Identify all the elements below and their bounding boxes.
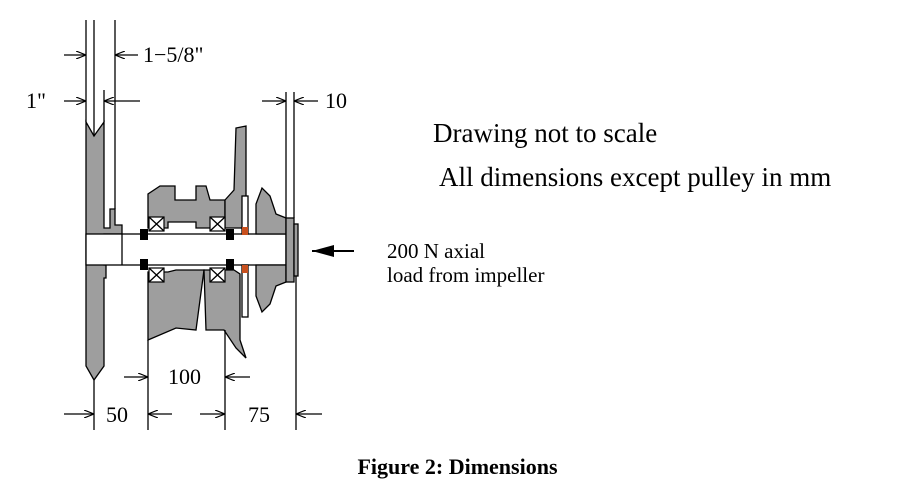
load-label-line2: load from impeller: [387, 263, 545, 287]
dim-right-offset: 10: [325, 88, 347, 113]
retaining-ring: [140, 259, 148, 270]
note-dimension-units: All dimensions except pulley in mm: [439, 162, 832, 192]
bearing-housing-upper: [147, 185, 226, 229]
bearing-right-lower: [209, 267, 226, 283]
bearing-left-lower: [148, 267, 165, 283]
seal-highlight: [242, 265, 248, 273]
impeller-flange: [285, 217, 295, 283]
note-not-to-scale: Drawing not to scale: [433, 118, 658, 148]
impeller-hub: [255, 186, 287, 235]
retaining-ring: [226, 259, 234, 270]
shaft: [85, 233, 287, 266]
dim-bottom-right: 75: [248, 402, 270, 427]
retaining-ring: [226, 229, 234, 240]
dim-top-offset: 1−5/8": [143, 42, 204, 67]
housing-right-web-lower: [203, 269, 247, 359]
bearing-left-upper: [148, 216, 165, 232]
impeller-hub-lower: [255, 264, 287, 314]
bearing-right-upper: [209, 216, 226, 232]
impeller-cap: [293, 223, 299, 277]
dim-bottom-left: 50: [106, 402, 128, 427]
figure-caption: Figure 2: Dimensions: [357, 454, 558, 479]
dim-left-offset: 1": [26, 88, 46, 113]
dim-bearing-spacing: 100: [168, 364, 201, 389]
load-label-line1: 200 N axial: [387, 239, 485, 263]
retaining-ring: [140, 229, 148, 240]
seal-highlight: [242, 227, 248, 235]
